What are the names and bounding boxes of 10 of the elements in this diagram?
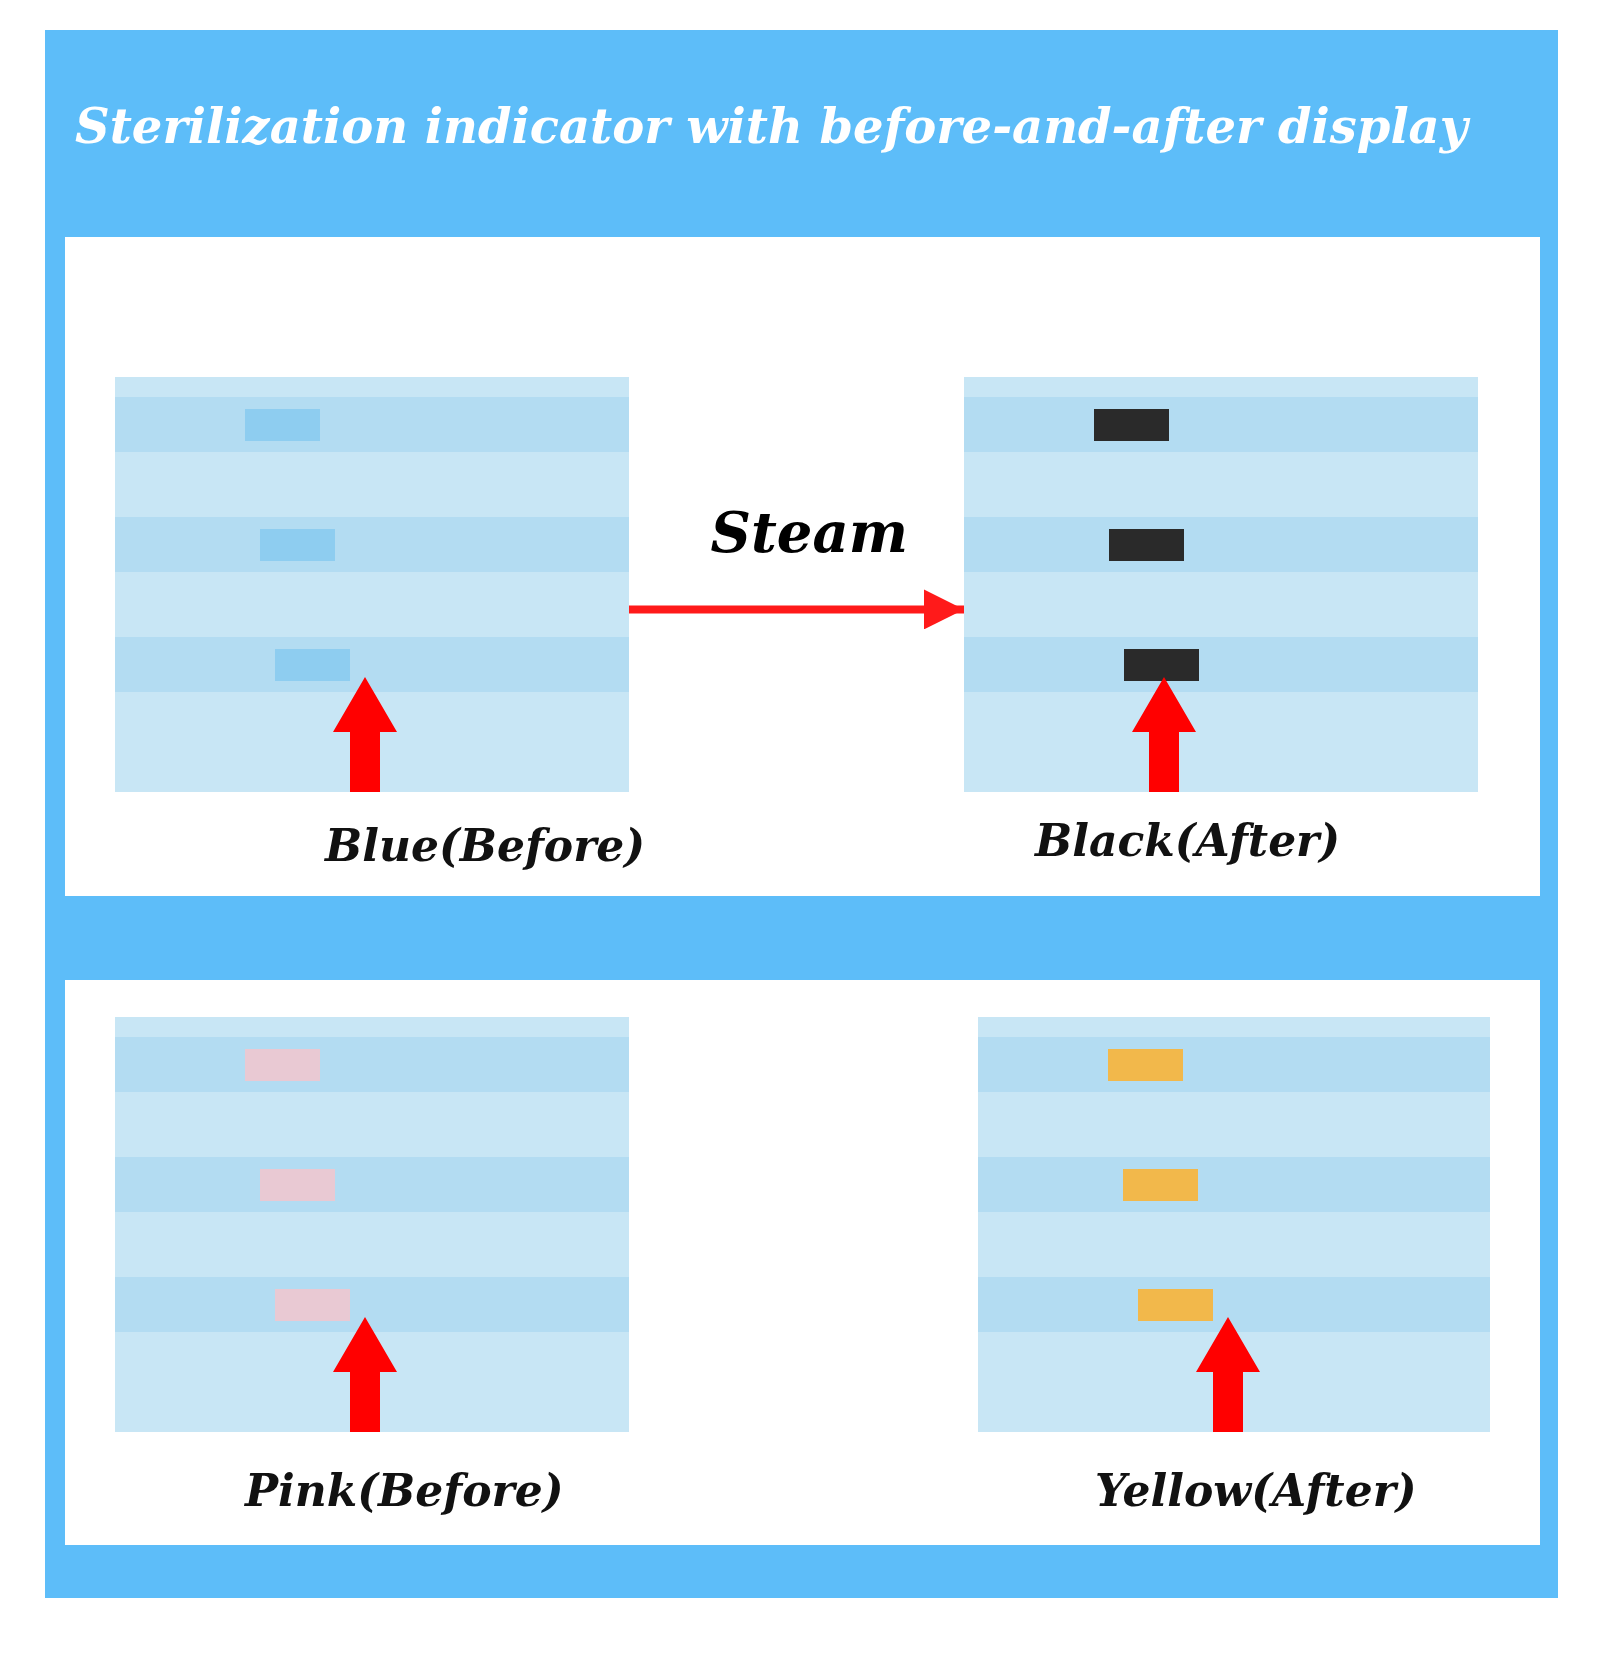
- node-label: Pink(Before): [245, 1465, 564, 1516]
- indicator-strip-drawing: [964, 377, 1478, 792]
- title: Sterilization indicator with before-and-after display: [75, 98, 1545, 154]
- indicator-strip-drawing: [978, 1017, 1490, 1432]
- arrow: [629, 589, 964, 630]
- indicator-strip-drawing: [115, 377, 629, 792]
- node-label: Blue(Before): [325, 820, 646, 871]
- indicator-strip-drawing: [115, 1017, 629, 1432]
- node-label: Yellow(After): [1095, 1465, 1417, 1516]
- node-label: Black(After): [1035, 815, 1341, 866]
